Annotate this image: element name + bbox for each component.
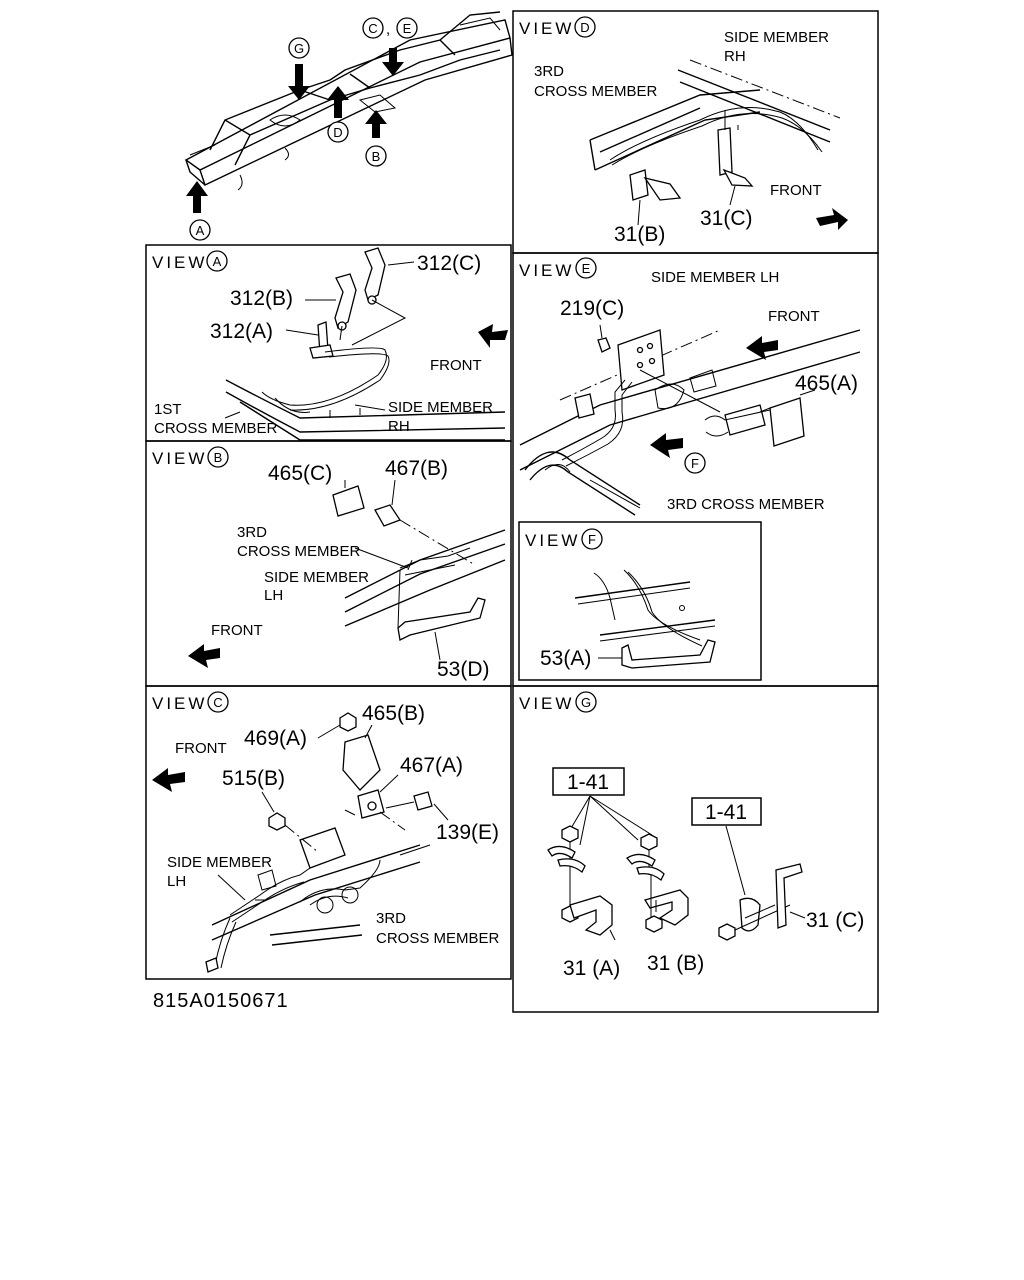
callout-d: D xyxy=(333,125,342,140)
view-b: VIEW B 465(C) 467(B) 3RD CROSS MEMBER SI… xyxy=(152,446,506,681)
view-e-front-arrow-icon xyxy=(746,336,778,360)
view-g-part-31a: 31 (A) xyxy=(563,957,620,980)
view-b-label-cross-member: CROSS MEMBER xyxy=(237,543,361,560)
view-a-part-312b: 312(B) xyxy=(230,287,293,310)
overview-callouts: G C , E D B A xyxy=(189,17,418,241)
view-d: VIEW D SIDE MEMBER RH 3RD CROSS MEMBER F… xyxy=(519,16,848,246)
view-d-letter: D xyxy=(580,20,589,35)
view-e-callout-f: F xyxy=(691,456,699,471)
view-e-letter: E xyxy=(582,261,591,276)
view-g-ref-left: 1-41 xyxy=(567,771,609,794)
view-c-part-139e: 139(E) xyxy=(436,821,499,844)
view-c-label-lh: LH xyxy=(167,873,186,890)
callout-c: C xyxy=(368,21,377,36)
view-b-title: VIEW xyxy=(152,449,207,468)
view-d-label-cross-member: CROSS MEMBER xyxy=(534,83,658,100)
view-c: VIEW C 465(B) 469(A) FRONT 467(A) 515(B)… xyxy=(152,691,500,973)
view-b-label-side-member: SIDE MEMBER xyxy=(264,569,369,586)
view-e-label-side-member-lh: SIDE MEMBER LH xyxy=(651,269,779,286)
view-a-label-rh: RH xyxy=(388,418,410,435)
view-e: VIEW E SIDE MEMBER LH 219(C) FRONT 465(A… xyxy=(519,257,861,516)
view-d-part-31c: 31(C) xyxy=(700,207,753,230)
view-d-label-side-member: SIDE MEMBER xyxy=(724,29,829,46)
arrow-a-icon xyxy=(186,181,208,213)
view-g-letter: G xyxy=(581,695,591,710)
view-a-label-1st: 1ST xyxy=(154,401,182,418)
view-c-label-side-member: SIDE MEMBER xyxy=(167,854,272,871)
overview-arrows xyxy=(186,48,404,213)
overview-chassis xyxy=(184,11,513,191)
view-c-part-515b: 515(B) xyxy=(222,767,285,790)
view-a-label-cross-member: CROSS MEMBER xyxy=(154,420,278,437)
view-f-title: VIEW xyxy=(525,531,580,550)
panel-frames xyxy=(145,10,879,1013)
view-b-letter: B xyxy=(214,450,223,465)
drawing-number: 815A0150671 xyxy=(153,990,289,1012)
callout-a: A xyxy=(196,223,205,238)
view-c-part-465b: 465(B) xyxy=(362,702,425,725)
view-e-part-219c: 219(C) xyxy=(560,297,624,320)
view-b-front-arrow-icon xyxy=(188,644,220,668)
view-c-title: VIEW xyxy=(152,694,207,713)
callout-g: G xyxy=(294,41,304,56)
view-c-letter: C xyxy=(213,695,222,710)
view-b-part-467b: 467(B) xyxy=(385,457,448,480)
arrow-g-icon xyxy=(288,64,310,100)
view-e-part-465a: 465(A) xyxy=(795,372,858,395)
arrow-ce-icon xyxy=(382,48,404,76)
view-b-label-3rd: 3RD xyxy=(237,524,267,541)
arrow-b-icon xyxy=(365,110,387,138)
view-f: VIEW F 53(A) xyxy=(525,528,716,670)
view-f-part-53a: 53(A) xyxy=(540,647,591,670)
view-d-label-3rd: 3RD xyxy=(534,63,564,80)
view-e-label-front: FRONT xyxy=(768,308,820,325)
view-d-label-front: FRONT xyxy=(770,182,822,199)
view-d-title: VIEW xyxy=(519,19,574,38)
view-c-label-front: FRONT xyxy=(175,740,227,757)
view-g-title: VIEW xyxy=(519,694,574,713)
callout-e: E xyxy=(403,21,412,36)
arrow-d-icon xyxy=(327,86,349,118)
view-g-ref-right: 1-41 xyxy=(705,801,747,824)
view-c-label-cross-member: CROSS MEMBER xyxy=(376,930,500,947)
view-d-part-31b: 31(B) xyxy=(614,223,665,246)
view-g: VIEW G 1-41 1-41 31 (A) 31 (B) xyxy=(519,691,864,980)
view-a-label-side-member: SIDE MEMBER xyxy=(388,399,493,416)
view-a-letter: A xyxy=(213,254,222,269)
view-e-label-3rd-cross-member: 3RD CROSS MEMBER xyxy=(667,496,825,513)
view-a-part-312c: 312(C) xyxy=(417,252,481,275)
view-a-label-front: FRONT xyxy=(430,357,482,374)
view-g-part-31c: 31 (C) xyxy=(806,909,864,932)
view-b-part-465c: 465(C) xyxy=(268,462,332,485)
view-b-label-front: FRONT xyxy=(211,622,263,639)
view-a: VIEW A 312(C) 312(B) 312(A) FRONT 1ST CR… xyxy=(152,247,508,441)
view-f-letter: F xyxy=(588,532,596,547)
view-e-f-arrow-icon xyxy=(650,433,683,458)
view-a-front-arrow-icon xyxy=(478,324,508,348)
view-g-part-31b: 31 (B) xyxy=(647,952,704,975)
view-c-part-467a: 467(A) xyxy=(400,754,463,777)
view-a-title: VIEW xyxy=(152,253,207,272)
view-c-label-3rd: 3RD xyxy=(376,910,406,927)
view-g-ref-box-left xyxy=(552,767,625,796)
view-a-part-312a: 312(A) xyxy=(210,320,273,343)
callout-b: B xyxy=(372,149,381,164)
view-g-ref-box-right xyxy=(691,797,762,826)
view-c-front-arrow-icon xyxy=(152,768,185,792)
view-d-label-rh: RH xyxy=(724,48,746,65)
view-e-title: VIEW xyxy=(519,261,574,280)
view-b-part-53d: 53(D) xyxy=(437,658,490,681)
view-c-part-469a: 469(A) xyxy=(244,727,307,750)
view-d-front-arrow-icon xyxy=(816,208,848,230)
callout-separator: , xyxy=(386,21,390,38)
view-b-label-lh: LH xyxy=(264,587,283,604)
